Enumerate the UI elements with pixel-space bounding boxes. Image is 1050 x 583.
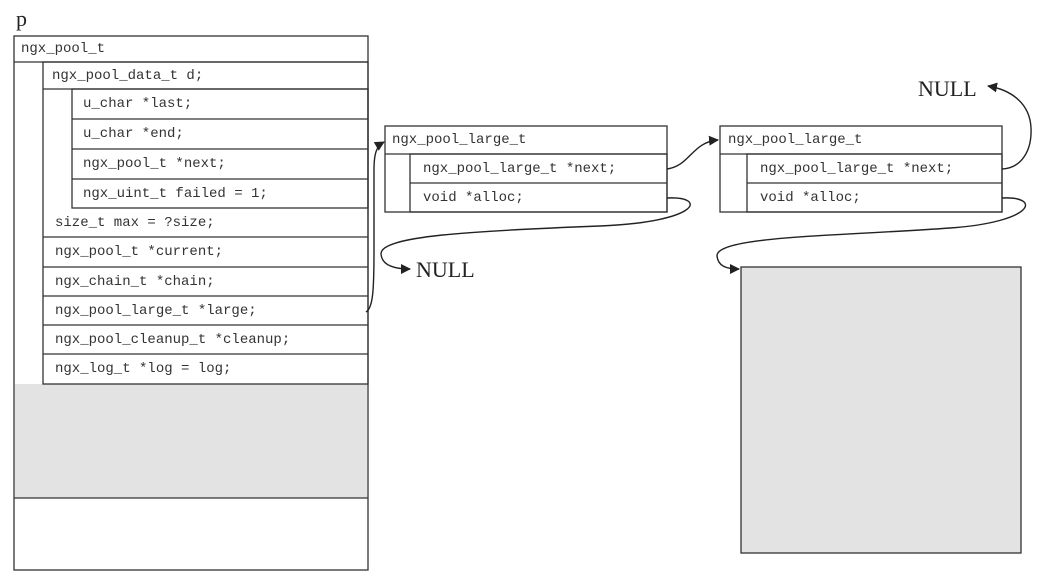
large1-field-alloc: void *alloc; [423, 190, 524, 206]
pool-fields-box [42, 61, 369, 385]
large2-field-next: ngx_pool_large_t *next; [760, 161, 954, 177]
pool-row-lines [43, 88, 368, 355]
large1-next-arrow [666, 135, 719, 170]
pool-struct-header: ngx_pool_t [21, 41, 106, 57]
pool-field-large: ngx_pool_large_t *large; [55, 303, 257, 319]
large2-next-null-arrow [987, 82, 1032, 170]
null-label-top: NULL [918, 76, 977, 101]
pool-data-header: ngx_pool_data_t d; [52, 68, 204, 84]
pool-data-field-end: u_char *end; [83, 126, 184, 142]
pool-field-max: size_t max = ?size; [55, 215, 215, 231]
pointer-variable-label: p [16, 6, 27, 31]
large2-header: ngx_pool_large_t [728, 132, 863, 148]
pool-field-log: ngx_log_t *log = log; [55, 361, 232, 377]
null-label-mid: NULL [416, 257, 475, 282]
pool-data-field-last: u_char *last; [83, 96, 193, 112]
large1-header: ngx_pool_large_t [392, 132, 527, 148]
large2-field-alloc: void *alloc; [760, 190, 861, 206]
pool-field-chain: ngx_chain_t *chain; [55, 274, 215, 290]
large1-field-next: ngx_pool_large_t *next; [423, 161, 617, 177]
pool-data-field-failed: ngx_uint_t failed = 1; [83, 186, 268, 202]
pool-field-cleanup: ngx_pool_cleanup_t *cleanup; [55, 332, 291, 348]
pool-data-field-next: ngx_pool_t *next; [83, 156, 226, 172]
pool-used-area [15, 384, 367, 498]
alloc-memory-block [740, 266, 1022, 554]
large-pointer-arrow [365, 141, 385, 313]
large1-alloc-null-arrow [380, 197, 691, 274]
large2-alloc-arrow [716, 197, 1027, 274]
pool-field-current: ngx_pool_t *current; [55, 244, 224, 260]
